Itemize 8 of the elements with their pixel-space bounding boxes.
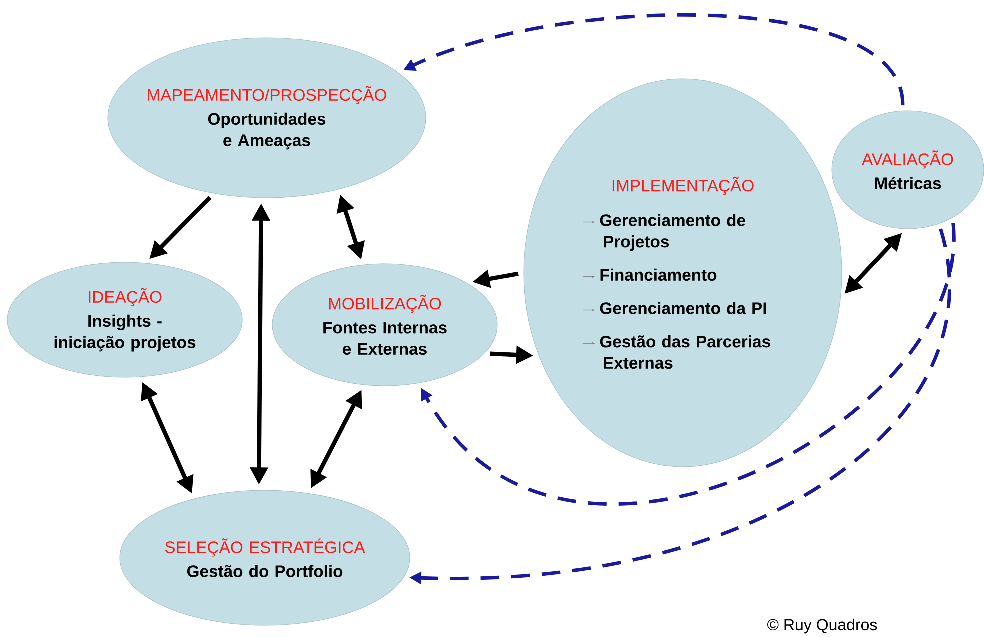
ellipse-node: IMPLEMENTAÇÃO Gerenciamento de Projetos Financiamento Gerenciamento da PI Gestão das Parcerias Externas [524,78,842,468]
ellipse-node: SELEÇÃO ESTRATÉGICA Gestão do Portfolio [120,490,410,626]
dashed-arrow [421,223,956,506]
ellipse-node: MOBILIZAÇÃO Fontes Internas e Externas [272,264,498,386]
credit-text: © Ruy Quadros [768,618,878,634]
ellipse-node: IDEAÇÃO Insights - iniciação projetos [7,262,243,378]
ellipse-node: MAPEAMENTO/PROSPECÇÃO Oportunidades e Ameaças [108,38,426,198]
ellipse-node: AVALIAÇÃO Métricas [832,110,984,230]
